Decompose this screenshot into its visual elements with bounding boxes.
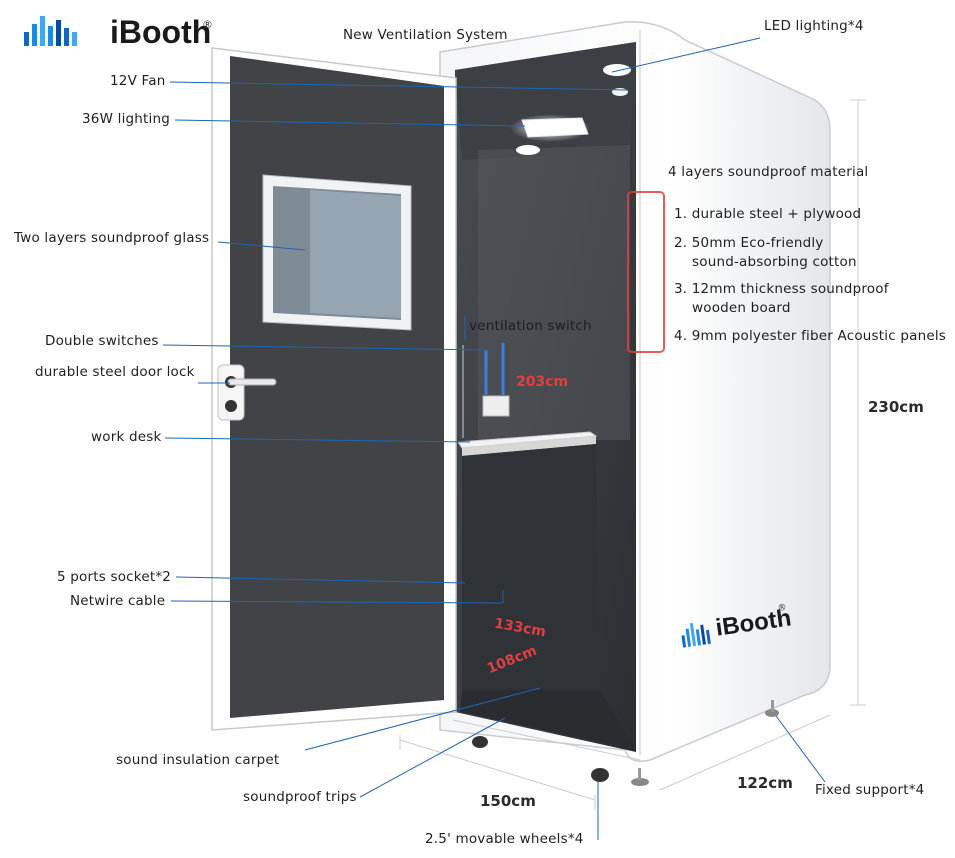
material-layer-2-cont: sound-absorbing cotton — [692, 254, 857, 270]
material-title: 4 layers soundproof material — [668, 164, 869, 180]
label-led-lighting: LED lighting*4 — [764, 18, 864, 34]
booth-door — [211, 47, 457, 731]
dimension-height-inner: 203cm — [516, 374, 569, 390]
label-wheels: 2.5' movable wheels*4 — [425, 831, 584, 847]
label-carpet: sound insulation carpet — [116, 752, 280, 768]
label-socket: 5 ports socket*2 — [57, 569, 172, 585]
material-layer-2: 2. 50mm Eco-friendly — [674, 235, 824, 251]
label-netwire: Netwire cable — [70, 593, 166, 609]
label-double-switches: Double switches — [45, 333, 159, 349]
booth-registered-mark: ® — [777, 602, 788, 614]
soundwave-icon — [24, 16, 77, 46]
label-door-lock: durable steel door lock — [35, 364, 195, 380]
material-layer-1: 1. durable steel + plywood — [674, 206, 862, 222]
booth-interior — [455, 42, 636, 752]
dimension-height-outer: 230cm — [868, 398, 924, 416]
dimension-width: 150cm — [480, 792, 536, 810]
dimension-guides — [399, 99, 866, 810]
material-layer-4: 4. 9mm polyester fiber Acoustic panels — [674, 328, 947, 344]
callout-lines — [162, 37, 826, 840]
label-36w-lighting: 36W lighting — [82, 111, 171, 127]
brand-name: iBooth — [110, 14, 212, 50]
label-ventilation-switch: ventilation switch — [469, 318, 592, 334]
label-new-ventilation: New Ventilation System — [343, 27, 508, 43]
label-soundproof-glass: Two layers soundproof glass — [14, 230, 210, 246]
label-fixed-support: Fixed support*4 — [815, 782, 925, 798]
dimension-depth: 122cm — [737, 774, 793, 792]
label-soundproof-strips: soundproof trips — [243, 789, 357, 805]
label-12v-fan: 12V Fan — [110, 73, 166, 89]
ceiling-lights — [510, 64, 631, 155]
wheels — [472, 700, 779, 786]
material-highlight — [627, 191, 665, 353]
switch-box — [482, 395, 510, 417]
soundwave-icon — [681, 622, 711, 648]
label-work-desk: work desk — [91, 429, 162, 445]
material-layer-3-cont: wooden board — [692, 300, 791, 316]
material-layer-3: 3. 12mm thickness soundproof — [674, 281, 889, 297]
registered-mark: ® — [202, 18, 213, 31]
